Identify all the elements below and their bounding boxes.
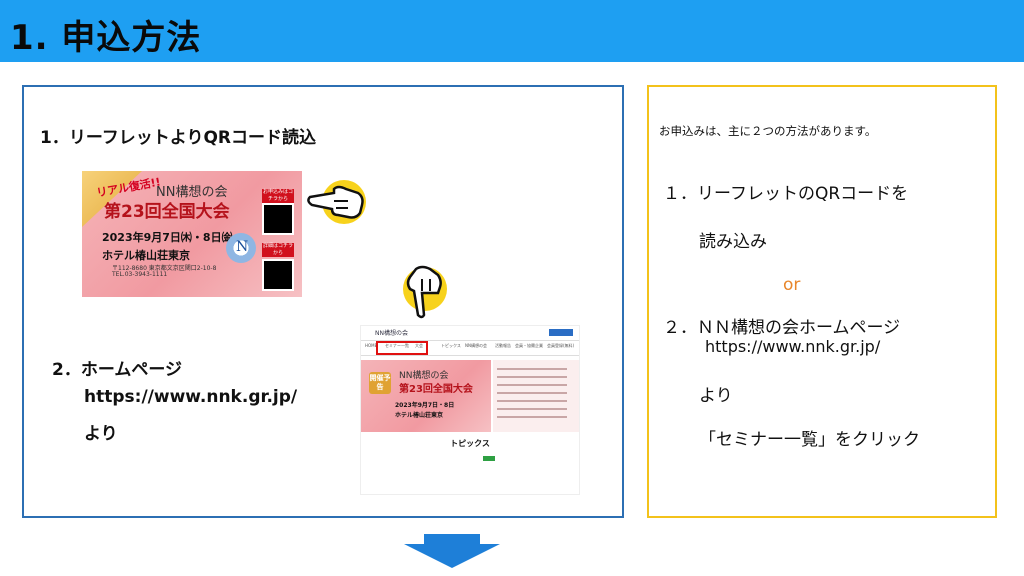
down-arrow-icon <box>404 534 500 568</box>
qr-code-icon <box>262 203 294 235</box>
nav-home: HOME <box>365 343 378 348</box>
sidebar-line <box>497 400 567 402</box>
sidebar-line <box>497 384 567 386</box>
nav-members: 会員・協賛企業 <box>515 343 543 348</box>
pointing-hand-down-icon <box>403 265 447 319</box>
banner-event: 第23回全国大会 <box>399 384 473 395</box>
leaflet-address: 〒112-8680 東京都文京区関口2-10-8 <box>112 265 217 272</box>
header-bar: 1. 申込方法 <box>0 0 1024 62</box>
topics-heading: トピックス <box>450 439 490 448</box>
sidebar-line <box>497 368 567 370</box>
site-name: NN構想の会 <box>375 330 408 337</box>
left-panel: 1．リーフレットよりQRコード読込 リアル復活!! NN構想の会 第23回全国大… <box>22 85 624 518</box>
nn-logo-letter: N <box>236 239 249 255</box>
method2-line4: 「セミナー一覧」をクリック <box>699 430 920 450</box>
leaflet-image: リアル復活!! NN構想の会 第23回全国大会 2023年9月7日㈭・8日㈮ ホ… <box>82 171 302 297</box>
method2-heading: 2．ホームページ <box>52 360 182 380</box>
homepage-banner: 開催予告 NN構想の会 第23回全国大会 2023年9月7日・8日 ホテル椿山荘… <box>361 360 491 432</box>
nav-seminar-list: セミナー一覧 <box>385 343 409 348</box>
page-title: 1. 申込方法 <box>10 18 202 58</box>
leaflet-qr-tag-1: お申込みはコチラから <box>262 189 294 203</box>
method2-suffix: より <box>84 424 118 444</box>
sidebar-line <box>497 416 567 418</box>
homepage-sidebar <box>493 360 579 432</box>
qr-code-icon <box>262 259 294 291</box>
method1-line1: １．リーフレットのQRコードを <box>663 184 909 204</box>
announcement-tag: 開催予告 <box>369 372 391 394</box>
method1-heading: 1．リーフレットよりQRコード読込 <box>40 128 317 148</box>
nn-logo-icon: N <box>226 233 256 263</box>
sidebar-line <box>497 408 567 410</box>
leaflet-org: NN構想の会 <box>156 185 228 200</box>
nav-convention: 大会 <box>415 343 423 348</box>
nav-register: 会員登録(無料) <box>547 343 575 348</box>
method2-url: https://www.nnk.gr.jp/ <box>84 387 298 407</box>
sidebar-line <box>497 376 567 378</box>
method1-line2: 読み込み <box>699 232 767 252</box>
method2-line3: より <box>699 386 733 406</box>
method2-line1: ２．ＮＮ構想の会ホームページ <box>663 318 901 338</box>
leaflet-tel: TEL.03-3943-1111 <box>112 271 168 278</box>
nav-reports: 活動報告 <box>495 343 511 348</box>
banner-org: NN構想の会 <box>399 371 449 381</box>
homepage-screenshot: NN構想の会 HOME セミナー一覧 大会 トピックス NN構想の会 活動報告 … <box>360 325 580 495</box>
leaflet-date: 2023年9月7日㈭・8日㈮ <box>102 231 233 244</box>
leaflet-event: 第23回全国大会 <box>104 202 230 222</box>
banner-venue: ホテル椿山荘東京 <box>395 412 444 419</box>
seminar-list-highlight <box>376 341 428 355</box>
new-badge <box>483 456 495 461</box>
site-nav: HOME セミナー一覧 大会 トピックス NN構想の会 活動報告 会員・協賛企業… <box>361 340 579 356</box>
login-button <box>549 329 573 336</box>
right-panel: お申込みは、主に２つの方法があります。 １．リーフレットのQRコードを 読み込み… <box>647 85 997 518</box>
nav-about: NN構想の会 <box>465 343 487 348</box>
intro-text: お申込みは、主に２つの方法があります。 <box>659 124 877 138</box>
leaflet-qr-tag-2: 詳細はコチラから <box>262 243 294 257</box>
pointing-hand-left-icon <box>307 180 366 224</box>
sidebar-line <box>497 392 567 394</box>
banner-date: 2023年9月7日・8日 <box>395 402 455 409</box>
method2-line2: https://www.nnk.gr.jp/ <box>705 337 881 356</box>
nav-topics: トピックス <box>441 343 461 348</box>
leaflet-venue: ホテル椿山荘東京 <box>102 249 190 262</box>
or-text: or <box>783 275 801 295</box>
